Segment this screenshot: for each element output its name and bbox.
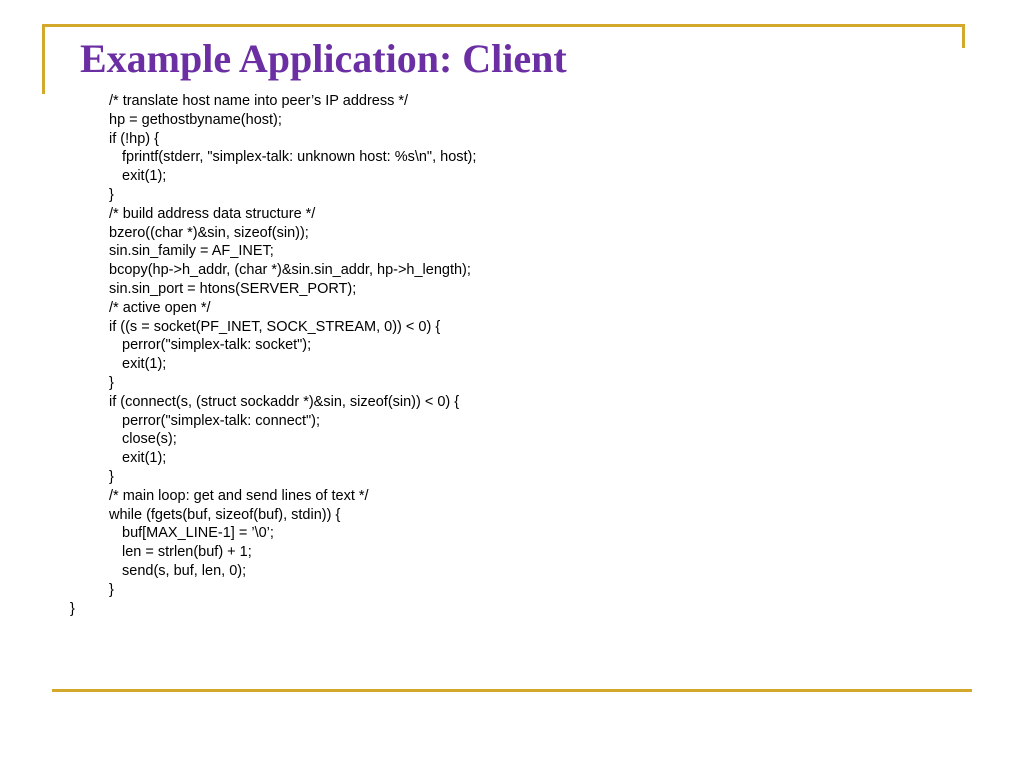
code-line: while (fgets(buf, sizeof(buf), stdin)) { <box>109 506 341 523</box>
code-line: bcopy(hp->h_addr, (char *)&sin.sin_addr,… <box>109 262 471 279</box>
code-line: } <box>109 374 114 391</box>
right-frame-rule <box>962 24 965 48</box>
code-line: close(s); <box>122 431 177 448</box>
code-line: if (connect(s, (struct sockaddr *)&sin, … <box>109 393 460 410</box>
code-line: send(s, buf, len, 0); <box>122 562 247 579</box>
code-line: exit(1); <box>122 168 167 185</box>
code-line: if (!hp) { <box>109 130 159 147</box>
code-line: hp = gethostbyname(host); <box>109 111 282 128</box>
code-line: /* build address data structure */ <box>109 205 316 222</box>
code-line: exit(1); <box>122 356 167 373</box>
code-line: } <box>109 581 114 598</box>
code-line: } <box>109 186 114 203</box>
code-block: /* translate host name into peer’s IP ad… <box>0 92 1024 618</box>
code-line: } <box>70 600 75 617</box>
top-frame-rule <box>42 24 965 27</box>
code-line: sin.sin_family = AF_INET; <box>109 243 274 260</box>
code-line: perror("simplex-talk: connect"); <box>122 412 321 429</box>
code-line: sin.sin_port = htons(SERVER_PORT); <box>109 280 357 297</box>
code-line: buf[MAX_LINE-1] = ’\0’; <box>122 525 274 542</box>
code-line: if ((s = socket(PF_INET, SOCK_STREAM, 0)… <box>109 318 441 335</box>
code-line: } <box>109 468 114 485</box>
code-line: /* active open */ <box>109 299 211 316</box>
code-line: len = strlen(buf) + 1; <box>122 544 252 561</box>
code-line: bzero((char *)&sin, sizeof(sin)); <box>109 224 309 241</box>
left-frame-rule <box>42 24 45 94</box>
code-line: /* main loop: get and send lines of text… <box>109 487 369 504</box>
code-line: perror("simplex-talk: socket"); <box>122 337 312 354</box>
bottom-rule <box>52 689 972 692</box>
code-line: /* translate host name into peer’s IP ad… <box>109 93 409 109</box>
code-line: fprintf(stderr, "simplex-talk: unknown h… <box>122 149 477 166</box>
slide-title: Example Application: Client <box>80 36 567 81</box>
code-line: exit(1); <box>122 450 167 467</box>
